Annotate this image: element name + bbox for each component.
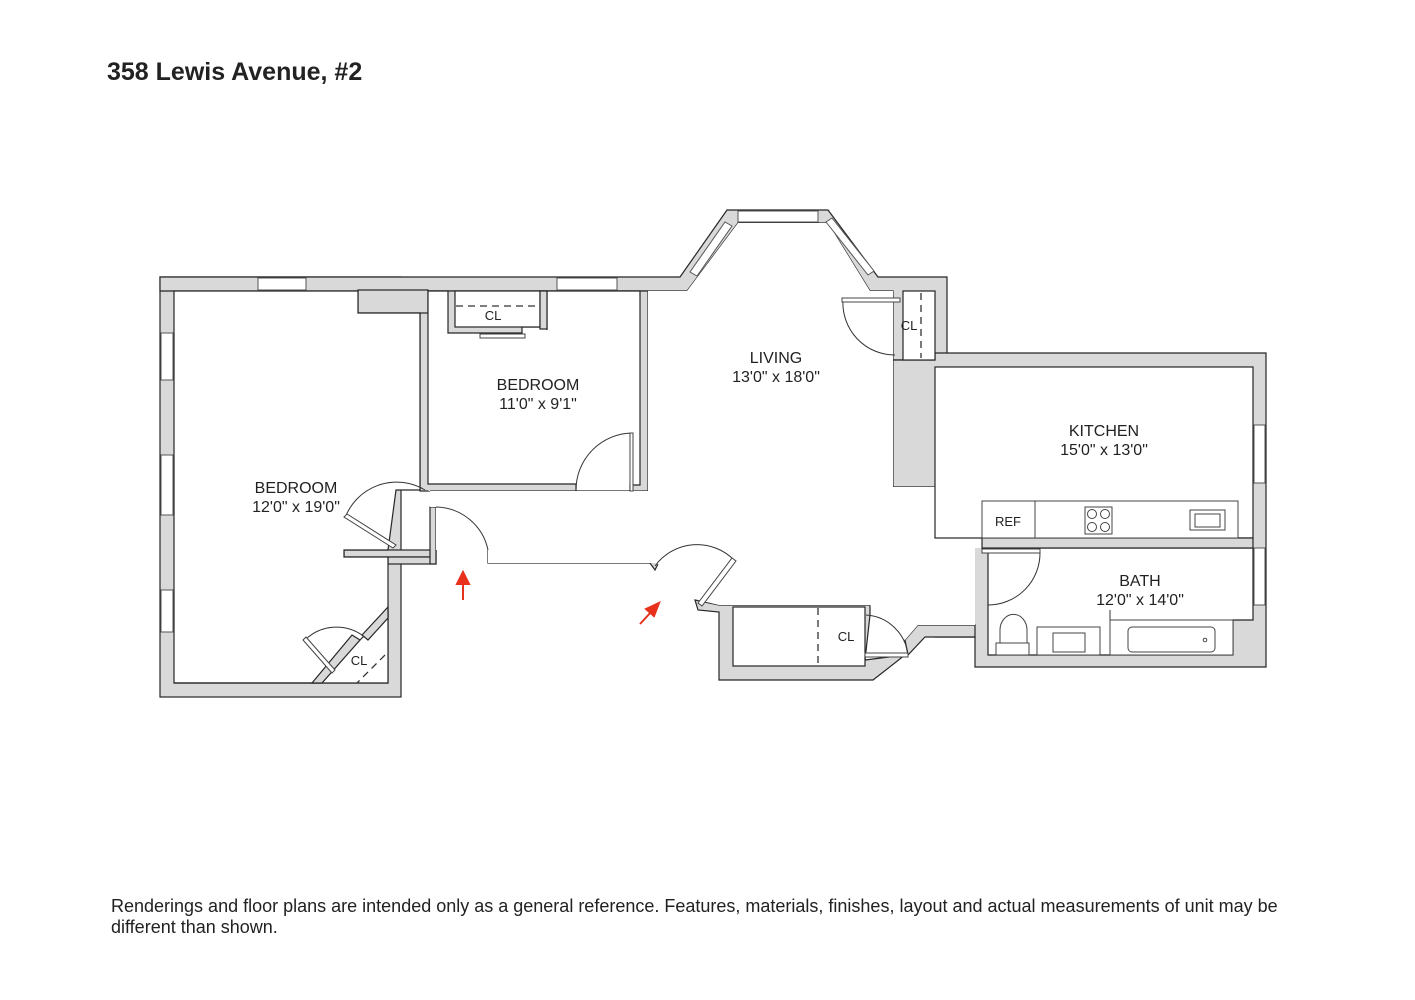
closet-label: CL xyxy=(901,318,918,333)
living-floor xyxy=(428,223,982,640)
connector-wall xyxy=(904,624,976,657)
fixtures xyxy=(981,500,1239,656)
door-swing xyxy=(344,481,426,519)
window xyxy=(160,332,174,381)
corridor-wall-stub xyxy=(343,549,437,558)
room-name: BEDROOM xyxy=(255,480,338,497)
kitchen-bath-divider xyxy=(981,537,1254,549)
entry-arrows xyxy=(455,569,661,625)
bathtub-basin xyxy=(1127,626,1216,653)
closet-diagonal-wall xyxy=(310,634,361,684)
room-name: KITCHEN xyxy=(1069,423,1139,440)
toilet-bowl xyxy=(999,614,1028,646)
window xyxy=(160,454,174,516)
window xyxy=(689,221,733,277)
sliding-door xyxy=(479,333,526,339)
entry-arrow-head-icon xyxy=(455,569,471,585)
page-title: 358 Lewis Avenue, #2 xyxy=(107,58,363,86)
burner xyxy=(1100,522,1110,532)
window xyxy=(556,277,618,291)
door-swing xyxy=(304,626,363,641)
bath-sink xyxy=(1052,632,1086,653)
closet-label: CL xyxy=(485,308,502,323)
door-swing xyxy=(575,432,633,491)
burner xyxy=(1087,522,1097,532)
closet-living xyxy=(902,290,936,361)
window xyxy=(825,217,875,276)
door-leaf xyxy=(302,636,336,674)
closet-diagonal-wall-2 xyxy=(361,605,389,641)
closet-label: CL xyxy=(351,653,368,668)
room-size: 13'0" x 18'0" xyxy=(732,369,820,386)
room-name: BEDROOM xyxy=(497,377,580,394)
window xyxy=(1253,424,1266,484)
door-leaf xyxy=(841,297,901,303)
burner xyxy=(1087,509,1097,519)
door-leaf xyxy=(697,557,737,607)
doors xyxy=(302,297,1041,674)
closet-rod xyxy=(356,654,386,684)
door-swing xyxy=(987,551,1041,606)
tub-drain xyxy=(1202,637,1208,643)
door-swing xyxy=(654,544,735,567)
closet-partition xyxy=(539,290,548,330)
closet-bottom xyxy=(732,606,866,667)
windows xyxy=(160,210,1266,633)
room-size: 15'0" x 13'0" xyxy=(1060,442,1148,459)
refrigerator xyxy=(981,500,1036,539)
door-leaf xyxy=(981,548,1041,554)
room-name: LIVING xyxy=(750,350,802,367)
door-leaf xyxy=(629,432,634,492)
window xyxy=(1253,547,1266,606)
toilet-tank xyxy=(995,642,1030,656)
window xyxy=(737,210,819,223)
wall-block xyxy=(357,289,429,314)
room-name: BATH xyxy=(1119,573,1160,590)
door-swing xyxy=(435,506,489,551)
corridor-wall-stub-2 xyxy=(387,556,437,565)
burner xyxy=(1100,509,1110,519)
door-swing xyxy=(842,299,896,356)
entry-door-jamb xyxy=(429,506,437,565)
room-interiors xyxy=(173,223,1254,684)
window xyxy=(160,589,174,633)
room-size: 12'0" x 14'0" xyxy=(1096,592,1184,609)
ref-label: REF xyxy=(995,514,1021,529)
door-leaf xyxy=(343,513,397,549)
door-leaf xyxy=(864,652,909,658)
disclaimer: Renderings and floor plans are intended … xyxy=(111,896,1278,937)
door-swing xyxy=(865,614,909,656)
kitchen-sink-basin xyxy=(1194,513,1221,528)
room-size: 12'0" x 19'0" xyxy=(252,499,340,516)
room-size: 11'0" x 9'1" xyxy=(499,396,577,413)
closet-label: CL xyxy=(838,629,855,644)
entry-arrow-head-icon xyxy=(644,601,661,618)
window xyxy=(257,277,307,291)
